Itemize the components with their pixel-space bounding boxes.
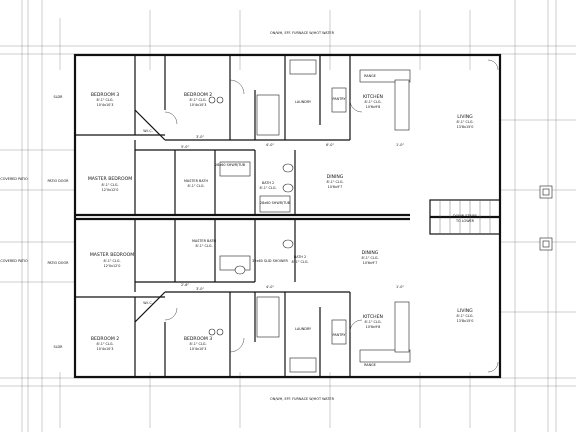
- dimension-labels: 3'-0" 4'-0" 1'-0" 3'-0" 4'-0" 1'-0" 5'-0…: [181, 135, 404, 291]
- upper-dining-name: DINING: [327, 174, 344, 180]
- dim-c: 1'-0": [396, 143, 404, 147]
- upper-furnace-note: ON/WH, EFF. FURNACE W/HOT WATER: [270, 31, 335, 35]
- lower-kitchen-area: 10'6x9'8: [366, 325, 381, 329]
- lower-bedroom2-name: BEDROOM 2: [91, 336, 119, 342]
- lower-dining-size: 8'-1" CLG.: [361, 256, 378, 260]
- dim-e: 4'-0": [266, 285, 274, 289]
- lower-wic-label: W.I.C.: [143, 301, 153, 305]
- slider-upper: SLDR: [53, 95, 63, 99]
- exterior-labels: COVERED PATIO COVERED PATIO PATIO DOOR P…: [0, 95, 477, 349]
- upper-dining-area: 10'6x9'7: [328, 185, 343, 189]
- dim-g: 5'-0": [181, 145, 189, 149]
- lower-pantry-label: PANTRY: [333, 333, 347, 337]
- dim-b: 4'-0": [266, 143, 274, 147]
- lower-master-bedroom-size: 8'-1" CLG.: [103, 259, 120, 263]
- down-stairs-label: DOWN STAIRS: [453, 214, 477, 218]
- upper-bedroom3-size: 8'-1" CLG.: [96, 98, 113, 102]
- upper-bedroom3-area: 10'4x10'3: [97, 103, 114, 107]
- fixtures: [208, 59, 411, 373]
- dim-f: 1'-0": [396, 285, 404, 289]
- stair-note: TO LOWER: [455, 219, 475, 223]
- upper-master-bedroom-name: MASTER BEDROOM: [88, 176, 132, 182]
- dim-i: 6'-0": [326, 143, 334, 147]
- lower-unit-labels: BEDROOM 2 8'-1" CLG. 10'4x10'3 BEDROOM 3…: [90, 239, 474, 401]
- upper-living-name: LIVING: [457, 114, 473, 120]
- lower-master-bath-name: MASTER BATH: [192, 239, 216, 243]
- lower-furnace-note: ON/WH, EFF. FURNACE W/HOT WATER: [270, 397, 335, 401]
- lower-unit-walls: [75, 219, 351, 377]
- lower-bath2-name: BATH 2: [294, 255, 306, 259]
- lower-kitchen-name: KITCHEN: [363, 314, 383, 320]
- dim-d: 3'-0": [196, 287, 204, 291]
- upper-living-area: 13'8x15'0: [457, 125, 474, 129]
- upper-shower-label: 28x60 SHWR/TUB: [215, 163, 246, 167]
- lower-bedroom3-area: 10'4x10'3: [190, 347, 207, 351]
- lower-master-bath-size: 8'-1" CLG.: [195, 244, 212, 248]
- lower-dining-name: DINING: [362, 250, 379, 256]
- lower-dining-area: 10'6x9'7: [363, 261, 378, 265]
- lower-range-label: RANGE: [364, 363, 376, 367]
- exterior-walls: [73, 53, 502, 379]
- upper-master-bedroom-size: 8'-1" CLG.: [101, 183, 118, 187]
- upper-bath2-size: 8'-1" CLG.: [259, 186, 276, 190]
- lower-bedroom2-size: 8'-1" CLG.: [96, 342, 113, 346]
- upper-master-bedroom-area: 12'0x12'0: [102, 188, 119, 192]
- upper-kitchen-size: 8'-1" CLG.: [364, 100, 381, 104]
- dim-a: 3'-0": [196, 135, 204, 139]
- upper-pantry-label: PANTRY: [333, 97, 347, 101]
- patio-door-lower: PATIO DOOR: [47, 261, 69, 265]
- upper-tub-label: 28x60 SHWR/TUB: [260, 201, 291, 205]
- lower-living-size: 8'-1" CLG.: [456, 314, 473, 318]
- lower-master-bedroom-name: MASTER BEDROOM: [90, 252, 134, 258]
- upper-unit-labels: BEDROOM 3 8'-1" CLG. 10'4x10'3 BEDROOM 2…: [88, 31, 474, 205]
- lower-bedroom3-size: 8'-1" CLG.: [189, 342, 206, 346]
- upper-master-bath-name: MASTER BATH: [184, 179, 208, 183]
- covered-patio-lower: COVERED PATIO: [0, 259, 28, 263]
- lower-living-area: 13'8x15'0: [457, 319, 474, 323]
- upper-bedroom3-name: BEDROOM 3: [91, 92, 119, 98]
- patio-door-upper: PATIO DOOR: [47, 179, 69, 183]
- upper-laundry-name: LAUNDRY: [295, 100, 312, 104]
- lower-bedroom2-area: 10'4x10'3: [97, 347, 114, 351]
- upper-range-label: RANGE: [364, 74, 376, 78]
- stair: [429, 185, 553, 251]
- upper-bedroom2-name: BEDROOM 2: [184, 92, 212, 98]
- door-swings: [164, 59, 499, 373]
- lower-kitchen-size: 8'-1" CLG.: [364, 320, 381, 324]
- lower-master-bedroom-area: 12'0x12'0: [104, 264, 121, 268]
- upper-bedroom2-area: 10'4x10'3: [190, 103, 207, 107]
- lower-bedroom3-name: BEDROOM 3: [184, 336, 212, 342]
- slider-lower: SLDR: [53, 345, 63, 349]
- upper-bath2-name: BATH 2: [262, 181, 274, 185]
- lower-bath2-size: 8'-1" CLG.: [291, 260, 308, 264]
- upper-dining-size: 8'-1" CLG.: [326, 180, 343, 184]
- upper-kitchen-area: 10'6x9'8: [366, 105, 381, 109]
- upper-living-size: 8'-1" CLG.: [456, 120, 473, 124]
- dim-h: 2'-6": [181, 283, 189, 287]
- lower-laundry-name: LAUNDRY: [295, 327, 312, 331]
- upper-bedroom2-size: 8'-1" CLG.: [189, 98, 206, 102]
- lower-shower-label: 32x60 SLID SHOWER: [252, 259, 288, 263]
- lower-living-name: LIVING: [457, 308, 473, 314]
- upper-master-bath-size: 8'-1" CLG.: [187, 184, 204, 188]
- upper-unit-walls: [75, 55, 351, 215]
- covered-patio-upper: COVERED PATIO: [0, 177, 28, 181]
- upper-kitchen-name: KITCHEN: [363, 94, 383, 100]
- upper-wic-label: W.I.C.: [143, 129, 153, 133]
